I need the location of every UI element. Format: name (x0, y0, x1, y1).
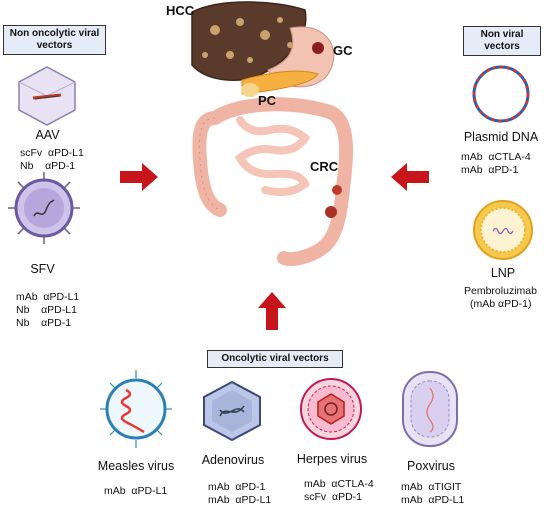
pc-label: PC (258, 93, 277, 108)
adenovirus-icon (203, 380, 261, 442)
non-viral-heading: Non viral vectors (463, 26, 541, 56)
plasmid-name: Plasmid DNA (463, 130, 539, 144)
measles-name: Measles virus (97, 459, 175, 473)
sfv-line-2: Nb αPD-L1 (16, 304, 77, 316)
measles-virus-icon (100, 370, 172, 448)
poxvirus-line-1: mAb αTIGIT (401, 481, 462, 493)
herpes-line-1: mAb αCTLA-4 (304, 478, 374, 490)
hcc-label: HCC (166, 3, 195, 18)
aav-name: AAV (35, 128, 60, 142)
poxvirus-icon (402, 371, 458, 447)
adenovirus-line-1: mAb αPD-1 (208, 481, 266, 493)
arrow-right-icon (120, 163, 158, 191)
lnp-name: LNP (490, 266, 516, 280)
herpes-line-2: scFv αPD-1 (304, 491, 362, 503)
arrow-up-icon (258, 292, 286, 330)
poxvirus-name: Poxvirus (407, 459, 455, 473)
lnp-line-2: (mAb αPD-1) (470, 298, 532, 310)
adenovirus-line-2: mAb αPD-L1 (208, 494, 272, 506)
plasmid-line-2: mAb αPD-1 (461, 164, 519, 176)
lnp-line-1: Pembroluzimab (464, 285, 537, 297)
measles-line-1: mAb αPD-L1 (104, 485, 168, 497)
sfv-virus-icon (8, 172, 80, 244)
aav-line-2: Nb αPD-1 (20, 160, 76, 172)
aav-virus-icon (18, 66, 76, 126)
gastrointestinal-illustration (191, 1, 354, 266)
sfv-line-3: Nb αPD-1 (16, 317, 72, 329)
adenovirus-name: Adenovirus (201, 453, 265, 467)
lnp-icon (473, 200, 533, 260)
plasmid-dna-icon (472, 65, 530, 123)
arrow-left-icon (391, 163, 429, 191)
poxvirus-line-2: mAb αPD-L1 (401, 494, 465, 506)
sfv-line-1: mAb αPD-L1 (16, 291, 80, 303)
non-oncolytic-heading: Non oncolytic viral vectors (3, 25, 106, 55)
oncolytic-heading: Oncolytic viral vectors (207, 350, 343, 368)
plasmid-line-1: mAb αCTLA-4 (461, 151, 531, 163)
herpes-virus-icon (300, 378, 362, 440)
gc-label: GC (333, 43, 353, 58)
sfv-name: SFV (30, 262, 55, 276)
aav-line-1: scFv αPD-L1 (20, 147, 84, 159)
crc-label: CRC (310, 159, 339, 174)
herpes-name: Herpes virus (296, 452, 368, 466)
